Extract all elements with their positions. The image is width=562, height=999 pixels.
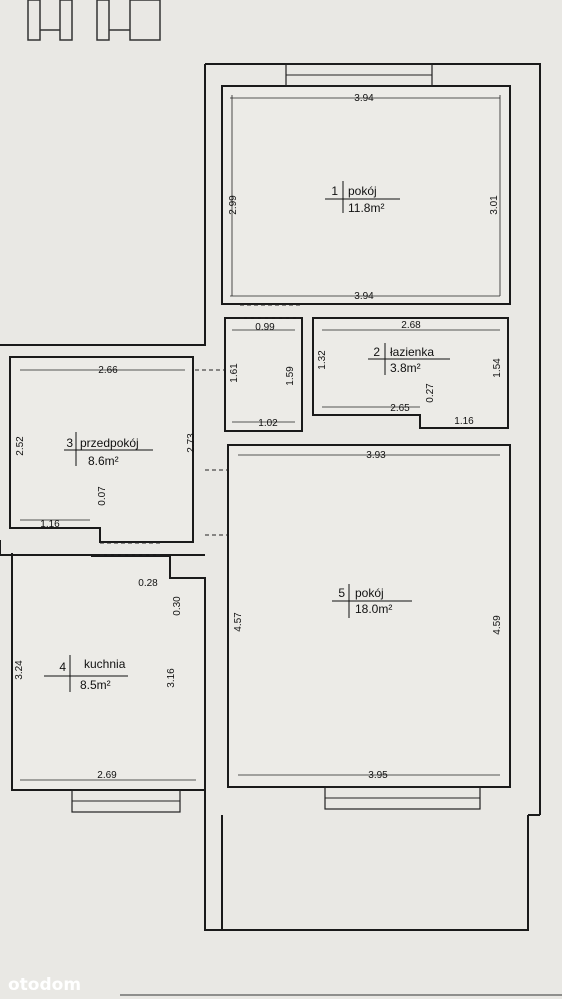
- room-2-number: 2: [373, 345, 380, 359]
- dim-bath-step-width: 1.16: [454, 416, 474, 427]
- dim-room1-top: 3.94: [354, 93, 374, 104]
- dim-bath-top: 2.68: [401, 320, 421, 331]
- room-5-name: pokój: [355, 586, 384, 600]
- room-1-label: 1 pokój 11.8m²: [325, 181, 400, 215]
- room-2-outline: [312, 317, 509, 429]
- dim-room3-step: 0.07: [97, 486, 108, 506]
- dim-room5-left: 4.57: [233, 612, 244, 632]
- room-5-number: 5: [338, 586, 345, 600]
- dim-room4-bottom: 2.69: [97, 770, 117, 781]
- dim-hall-top: 0.99: [255, 322, 275, 333]
- dim-room1-right: 3.01: [489, 195, 500, 215]
- dim-room3-bottom: 1.16: [40, 519, 60, 530]
- room-3-label: 3 przedpokój 8.6m²: [64, 432, 153, 468]
- dim-room3-right: 2.73: [186, 433, 197, 453]
- dimension-lines: [20, 95, 501, 781]
- dim-hall-right: 1.59: [285, 366, 296, 386]
- otodom-watermark: otodom: [8, 975, 81, 995]
- room-1-number: 1: [331, 184, 338, 198]
- room-1-outline: [221, 85, 511, 305]
- room-4-area: 8.5m²: [80, 678, 111, 692]
- room-4-name: kuchnia: [84, 657, 126, 671]
- room-3-name: przedpokój: [80, 436, 139, 450]
- room-5-area: 18.0m²: [355, 602, 392, 616]
- dim-hall-left: 1.61: [229, 363, 240, 383]
- dim-bath-left: 1.32: [317, 350, 328, 370]
- dim-room4-left: 3.24: [14, 660, 25, 680]
- room-1-area: 11.8m²: [348, 201, 384, 215]
- dim-bath-right: 1.54: [492, 358, 503, 378]
- dim-room3-left: 2.52: [15, 436, 26, 456]
- dim-room4-step-width: 0.28: [138, 578, 158, 589]
- dim-room5-top: 3.93: [366, 450, 386, 461]
- room-5-label: 5 pokój 18.0m²: [332, 584, 412, 618]
- dim-room3-top: 2.66: [98, 365, 118, 376]
- room-3-area: 8.6m²: [88, 454, 119, 468]
- room-1-name: pokój: [348, 184, 377, 198]
- dim-room1-left: 2.99: [228, 195, 239, 215]
- dim-room5-bottom: 3.95: [368, 770, 388, 781]
- room-3-number: 3: [66, 436, 73, 450]
- room-2-label: 2 łazienka 3.8m²: [368, 343, 450, 375]
- dim-bath-bottom: 2.65: [390, 403, 410, 414]
- dim-room5-right: 4.59: [492, 615, 503, 635]
- room-2-area: 3.8m²: [390, 361, 421, 375]
- door-openings: [100, 304, 300, 556]
- dim-hall-bottom: 1.02: [258, 418, 278, 429]
- room-2-name: łazienka: [390, 345, 434, 359]
- dim-room4-step: 0.30: [172, 596, 183, 616]
- dim-bath-step: 0.27: [425, 383, 436, 403]
- dim-room4-right: 3.16: [166, 668, 177, 688]
- room-4-label: 4 kuchnia 8.5m²: [44, 655, 128, 692]
- dim-room1-bottom: 3.94: [354, 291, 374, 302]
- top-window-fragments: [27, 0, 161, 41]
- room-4-number: 4: [59, 660, 66, 674]
- room-5-outline: [227, 444, 511, 788]
